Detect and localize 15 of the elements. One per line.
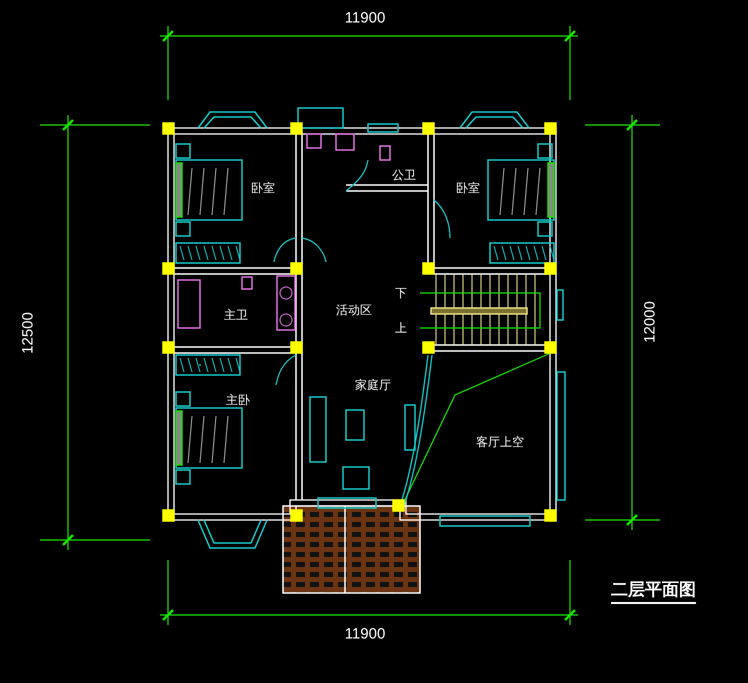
dimension-value: 11900	[344, 626, 386, 642]
room-label: 卧室	[251, 182, 275, 194]
stair-direction-label: 上	[395, 322, 407, 334]
room-label: 卧室	[456, 182, 480, 194]
room-label: 主卧	[226, 394, 250, 406]
room-label: 公卫	[392, 169, 416, 181]
dimension-value: 12500	[20, 312, 36, 354]
stair-direction-label: 下	[395, 287, 407, 299]
room-label: 主卫	[224, 309, 248, 321]
room-label: 客厅上空	[476, 436, 524, 448]
dimension-value: 12000	[642, 301, 658, 343]
drawing-title: 二层平面图	[611, 578, 696, 604]
dimension-value: 11900	[344, 10, 386, 26]
room-label: 家庭厅	[355, 379, 391, 391]
room-label: 活动区	[336, 304, 372, 316]
